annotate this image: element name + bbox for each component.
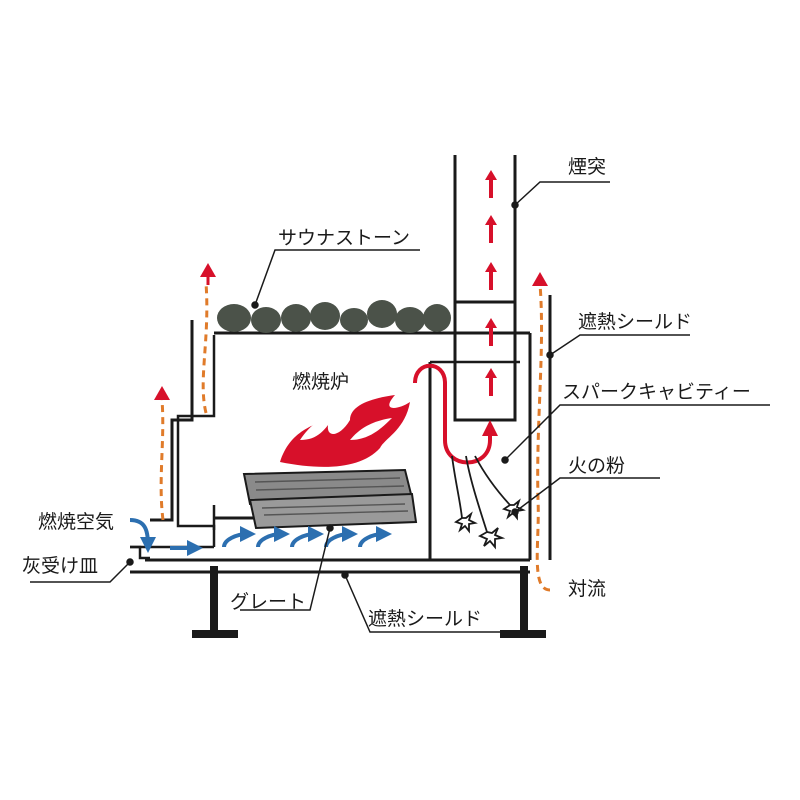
firewood <box>242 468 418 530</box>
label-heat-shield-top: 遮熱シールド <box>578 311 692 333</box>
leader-lines <box>30 181 770 633</box>
label-sauna-stones: サウナストーン <box>278 227 410 249</box>
label-chimney: 煙突 <box>568 156 606 178</box>
stove-body <box>130 155 552 574</box>
label-ash-pan: 灰受け皿 <box>22 555 98 577</box>
label-embers: 火の粉 <box>568 455 625 477</box>
stove-left-wall <box>150 320 194 522</box>
label-spark-cavity: スパークキャビティー <box>562 381 751 403</box>
ash-pan <box>130 545 150 560</box>
label-heat-shield-bottom: 遮熱シールド <box>368 608 482 630</box>
chimney-flow-arrows <box>485 170 497 396</box>
label-convection: 対流 <box>568 578 606 600</box>
label-grate: グレート <box>230 591 306 613</box>
stove-legs <box>192 566 546 638</box>
convection-flows <box>154 263 551 592</box>
label-combustion-air: 燃焼空気 <box>38 511 114 533</box>
embers <box>451 455 526 550</box>
flames <box>280 395 410 467</box>
hot-gas-flow <box>413 363 498 465</box>
label-combustion-chamber: 燃焼炉 <box>292 371 349 393</box>
sauna-stones <box>217 300 451 333</box>
